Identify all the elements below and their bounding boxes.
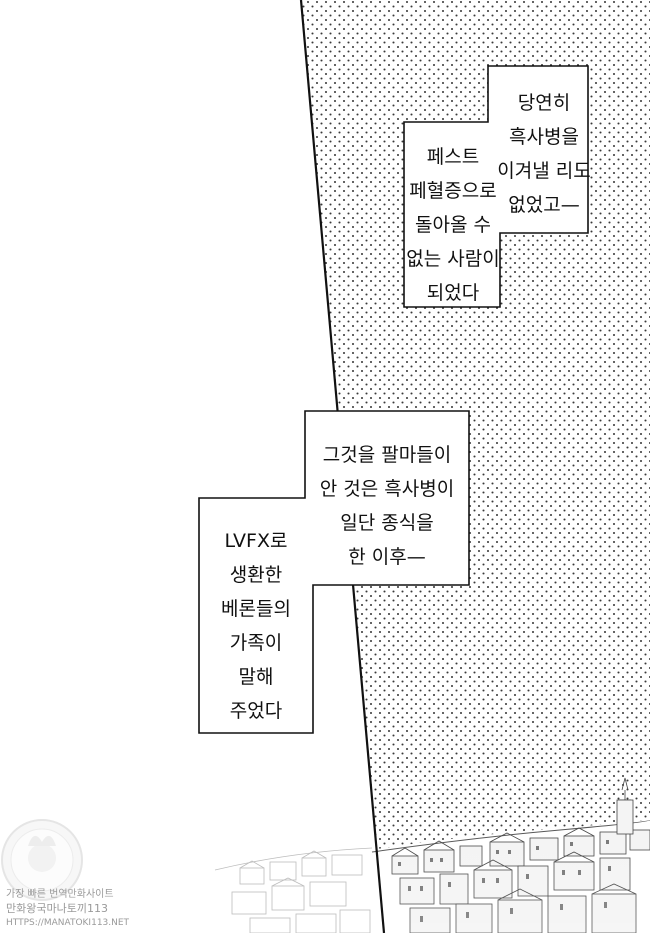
text-line: 가족이 xyxy=(229,632,283,654)
text-line: 안 것은 흑사병이 xyxy=(319,478,455,500)
text-line: 일단 종식을 xyxy=(340,512,434,534)
watermark-logo xyxy=(1,819,83,901)
city-skyline xyxy=(370,777,650,933)
watermark-line-3: HTTPS://MANATOKI113.NET xyxy=(6,918,130,928)
text-line: 돌아올 수 xyxy=(415,214,491,236)
watermark-line-1: 가장 빠른 번역만화사이트 xyxy=(6,889,114,900)
text-line: 페스트 xyxy=(426,146,480,168)
text-line: 주었다 xyxy=(229,700,283,722)
text-line: 없었고— xyxy=(508,194,580,216)
caption-1-left-text: 페스트 페혈증으로 돌아올 수 없는 사람이 되었다 xyxy=(390,140,516,310)
text-line: 한 이후— xyxy=(348,546,426,568)
text-line: 말해 xyxy=(238,666,274,688)
caption-2-lower-text: LVFX로 생환한 베론들의 가족이 말해 주었다 xyxy=(199,524,313,728)
caption-box-1 xyxy=(403,65,589,308)
text-line: 생환한 xyxy=(229,564,283,586)
text-line: 없는 사람이 xyxy=(406,248,500,270)
watermark-line-2: 만화왕국마나토끼113 xyxy=(6,902,108,915)
text-line: 베론들의 xyxy=(221,598,291,620)
faded-city-left xyxy=(214,847,373,933)
text-line: 되었다 xyxy=(426,282,480,304)
caption-1-right-text: 당연히 흑사병을 이겨낼 리도 없었고— xyxy=(488,86,600,222)
caption-2-upper-text: 그것을 팔마들이 안 것은 흑사병이 일단 종식을 한 이후— xyxy=(307,438,467,574)
caption-box-2 xyxy=(198,410,470,734)
text-line: 흑사병을 xyxy=(509,126,579,148)
text-line: 이겨낼 리도 xyxy=(497,160,591,182)
text-line: 당연히 xyxy=(517,92,571,114)
text-line: 페혈증으로 xyxy=(409,180,497,202)
text-line: LVFX로 xyxy=(224,530,288,552)
text-line: 그것을 팔마들이 xyxy=(322,444,452,466)
